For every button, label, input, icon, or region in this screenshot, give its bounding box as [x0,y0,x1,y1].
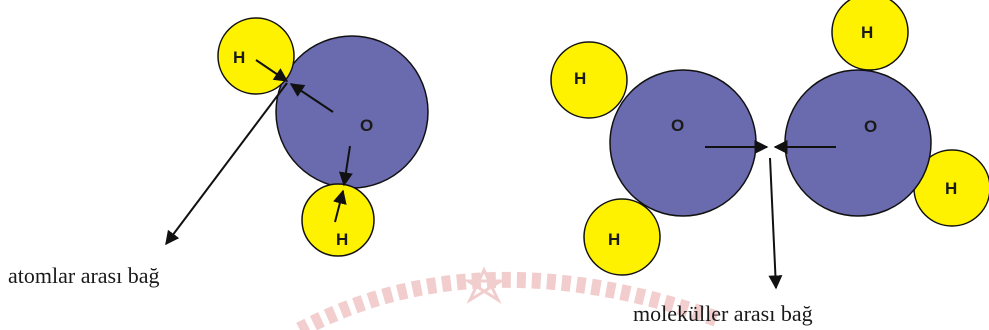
hydrogen-atom-right-top [831,0,909,71]
hydrogen-label-left-bottom: H [608,230,620,249]
bond-arrow-h-bottom [333,189,347,223]
oxygen-label: O [360,116,373,135]
caption-intermolecular-bond: moleküller arası bağ [633,301,813,326]
hydrogen-label-right-bottom: H [945,179,957,198]
bond-arrow-o-to-h-bottom [338,145,353,187]
oxygen-atom-right [784,69,932,217]
oxygen-atom-left [609,69,757,217]
hydrogen-label-left-top: H [574,69,586,88]
hydrogen-label-top: H [233,48,245,67]
watermark [296,266,723,330]
hydrogen-atom-bottom [301,183,375,257]
caption-pointer-single [165,82,288,246]
hydrogen-label-right-top: H [861,23,873,42]
oxygen-label-left: O [671,116,684,135]
hydrogen-atom-top [217,17,295,95]
oxygen-atom [275,35,429,189]
water-molecule-single: O H H atomlar arası bağ [8,17,429,288]
bond-arrow-h-top [255,59,289,82]
hydrogen-atom-left-bottom [583,198,661,276]
caption-pointer-pair [768,157,783,290]
caption-atomic-bond: atomlar arası bağ [8,263,160,288]
oxygen-label-right: O [864,117,877,136]
hydrogen-atom-left-top [550,41,628,119]
water-molecule-pair: O O H H H H moleküller arası bağ [550,0,989,326]
hydrogen-label-bottom: H [336,230,348,249]
bond-arrow-o-to-h-top [289,83,334,113]
